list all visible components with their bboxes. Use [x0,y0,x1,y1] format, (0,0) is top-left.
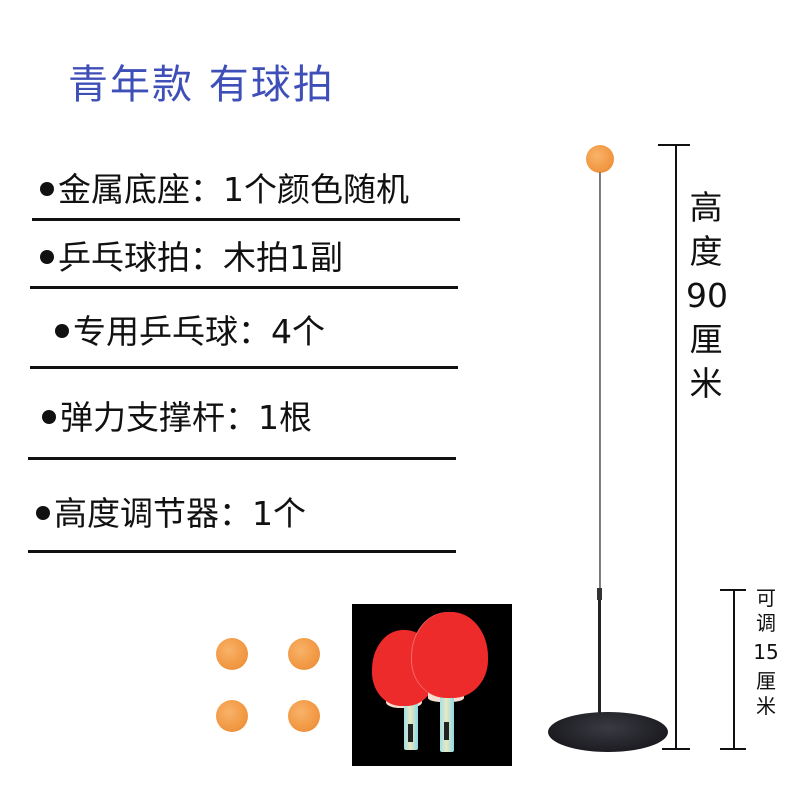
lower-pole-image [598,600,601,720]
divider [30,366,458,369]
bullet-icon [55,323,69,338]
ping-pong-ball-image [288,700,320,732]
paddle-logo [408,724,413,742]
dimension-tick-bottom [662,748,690,750]
trainer-ball-image [586,145,614,173]
adjust-label: 可 调 15 厘 米 [753,586,779,718]
paddles-image [352,604,512,766]
spec-label: 专用乒乓球：4个 [73,312,325,351]
spec-item-adjuster: 高度调节器：1个 [36,494,306,534]
spec-label: 高度调节器：1个 [54,494,306,533]
spec-item-base: 金属底座：1个颜色随机 [40,170,409,210]
divider [32,218,460,221]
spec-label: 乒乓球拍：木拍1副 [58,238,343,277]
divider [30,286,458,289]
bullet-icon [36,505,50,520]
spec-item-balls: 专用乒乓球：4个 [55,312,325,352]
bullet-icon [40,249,54,264]
paddle-blade [412,612,488,698]
dimension-line-height [675,144,677,748]
elastic-pole-image [599,172,601,590]
adjust-tick-bottom [720,748,746,750]
bullet-icon [42,409,56,424]
spec-item-pole: 弹力支撑杆：1根 [42,398,312,438]
ping-pong-ball-image [216,638,248,670]
height-label: 高 度 90 厘 米 [686,188,728,403]
ping-pong-ball-image [288,638,320,670]
spec-label: 弹力支撑杆：1根 [60,398,312,437]
divider [28,550,456,553]
metal-base-image [548,712,668,752]
ping-pong-ball-image [216,700,248,732]
spec-label: 金属底座：1个颜色随机 [58,170,409,209]
divider [28,457,456,460]
spec-item-paddle: 乒乓球拍：木拍1副 [40,238,343,278]
height-adjuster-image [597,588,602,600]
page-title: 青年款 有球拍 [68,62,335,108]
bullet-icon [40,181,54,196]
dimension-tick-top [658,144,690,146]
paddle-logo [444,722,449,740]
dimension-line-adjust [733,589,735,748]
